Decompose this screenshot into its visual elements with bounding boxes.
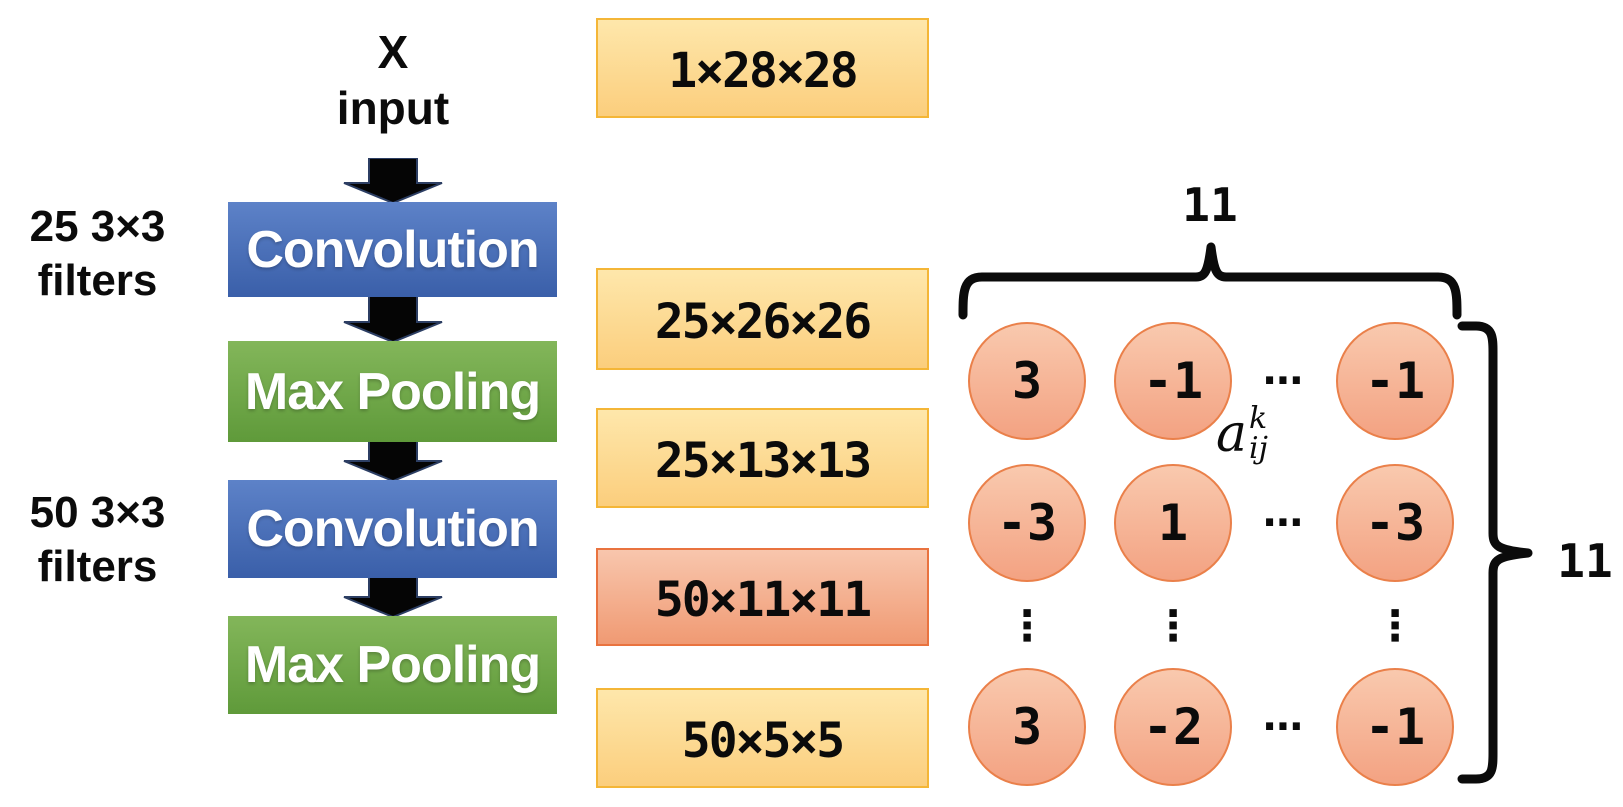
matrix-cell-value: -3 [1364, 494, 1426, 552]
column-ellipsis: ⋮ [1152, 600, 1194, 650]
arrow-down-icon [343, 441, 443, 481]
feature-map-box-1: 1×28×28 [596, 18, 929, 118]
matrix-cell-value: -1 [1142, 352, 1204, 410]
matrix-cell: -3 [1336, 464, 1454, 582]
matrix-cell-value: 1 [1157, 494, 1189, 552]
convolution-box-2-label: Convolution [246, 500, 539, 558]
row-ellipsis: ⋯ [1263, 500, 1303, 546]
feature-map-box-1-label: 1×28×28 [668, 43, 858, 99]
top-brace [958, 242, 1462, 320]
matrix-cell-value: -3 [996, 494, 1058, 552]
matrix-cell: -1 [1336, 322, 1454, 440]
convolution-box-1-label: Convolution [246, 220, 539, 279]
activation-symbol: a k ij [1216, 404, 1268, 465]
filters-annotation-1-line1: 25 3×3 [29, 202, 166, 251]
filters-annotation-1: 25 3×3 filters [5, 200, 190, 308]
max-pooling-box-2-label: Max Pooling [244, 636, 541, 694]
row-ellipsis: ⋯ [1263, 704, 1303, 750]
matrix-width-label: 11 [1182, 178, 1238, 232]
matrix-cell-value: 3 [1011, 698, 1043, 756]
arrow-down-icon [343, 577, 443, 617]
matrix-cell: 1 [1114, 464, 1232, 582]
feature-map-box-5-label: 50×5×5 [681, 713, 845, 769]
matrix-cell: -2 [1114, 668, 1232, 786]
right-brace [1457, 321, 1533, 784]
input-label: X input [293, 24, 493, 136]
matrix-cell: -1 [1336, 668, 1454, 786]
activation-symbol-sub: ij [1249, 431, 1268, 466]
filters-annotation-2: 50 3×3 filters [5, 486, 190, 594]
matrix-cell: -3 [968, 464, 1086, 582]
feature-map-box-3: 25×13×13 [596, 408, 929, 508]
feature-map-box-4-highlighted: 50×11×11 [596, 548, 929, 646]
row-ellipsis: ⋯ [1263, 358, 1303, 404]
input-label-line1: X [377, 26, 409, 78]
max-pooling-box-1: Max Pooling [228, 341, 557, 442]
input-label-line2: input [336, 82, 450, 134]
column-ellipsis: ⋮ [1374, 600, 1416, 650]
matrix-cell: 3 [968, 668, 1086, 786]
arrow-down-icon [343, 296, 443, 342]
filters-annotation-2-line2: filters [37, 542, 158, 591]
max-pooling-box-2: Max Pooling [228, 616, 557, 714]
matrix-cell: -1 [1114, 322, 1232, 440]
matrix-cell: 3 [968, 322, 1086, 440]
arrow-down-icon [343, 158, 443, 203]
matrix-cell-value: -1 [1364, 698, 1426, 756]
column-ellipsis: ⋮ [1006, 600, 1048, 650]
feature-map-box-2-label: 25×26×26 [654, 294, 872, 350]
feature-map-box-4-label: 50×11×11 [654, 572, 872, 628]
feature-map-box-3-label: 25×13×13 [654, 433, 872, 489]
matrix-cell-value: 3 [1011, 352, 1043, 410]
convolution-box-2: Convolution [228, 480, 557, 578]
activation-symbol-scripts: k ij [1249, 404, 1268, 464]
activation-symbol-sup: k [1249, 401, 1268, 436]
feature-map-box-2: 25×26×26 [596, 268, 929, 370]
filters-annotation-2-line1: 50 3×3 [29, 488, 166, 537]
feature-map-box-5: 50×5×5 [596, 688, 929, 788]
filters-annotation-1-line2: filters [37, 256, 158, 305]
convolution-box-1: Convolution [228, 202, 557, 297]
matrix-height-label: 11 [1557, 534, 1613, 588]
matrix-cell-value: -2 [1142, 698, 1204, 756]
max-pooling-box-1-label: Max Pooling [244, 362, 541, 421]
matrix-cell-value: -1 [1364, 352, 1426, 410]
